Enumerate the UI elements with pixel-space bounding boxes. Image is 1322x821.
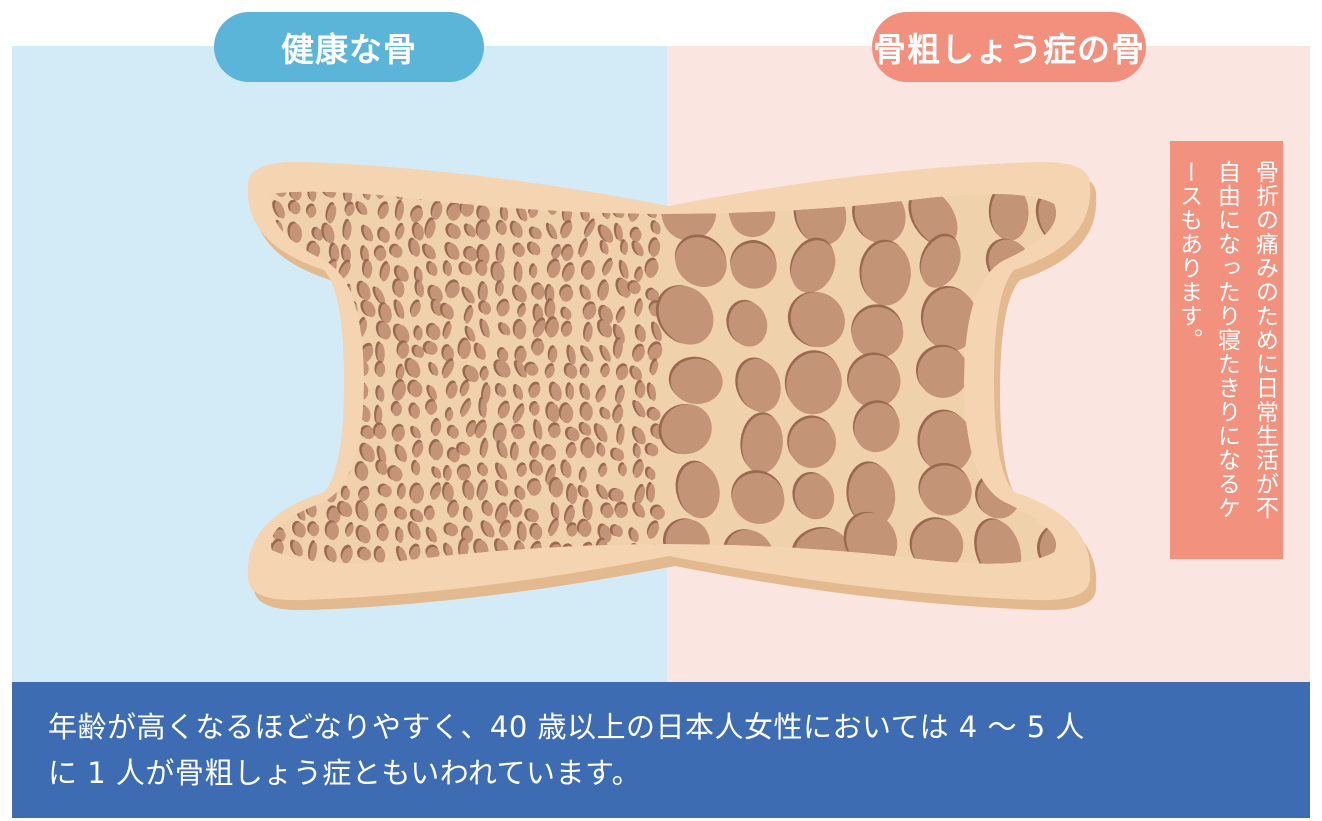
healthy-bone-label: 健康な骨 <box>214 12 484 82</box>
complication-note-text: 骨折の痛みのために日常生活が不自由になったり寝たきりになるケースもあります。 <box>1175 160 1278 520</box>
bone-illustration <box>247 161 1097 610</box>
complication-note-box: 骨折の痛みのために日常生活が不自由になったり寝たきりになるケースもあります。 <box>1170 141 1283 559</box>
osteoporosis-bone-label: 骨粗しょう症の骨 <box>872 12 1146 82</box>
caption-banner: 年齢が高くなるほどなりやすく、40 歳以上の日本人女性においては 4 〜 5 人… <box>12 682 1310 818</box>
caption-text: 年齢が高くなるほどなりやすく、40 歳以上の日本人女性においては 4 〜 5 人… <box>48 710 1085 790</box>
bone-cross-section-illustration <box>224 152 1114 610</box>
